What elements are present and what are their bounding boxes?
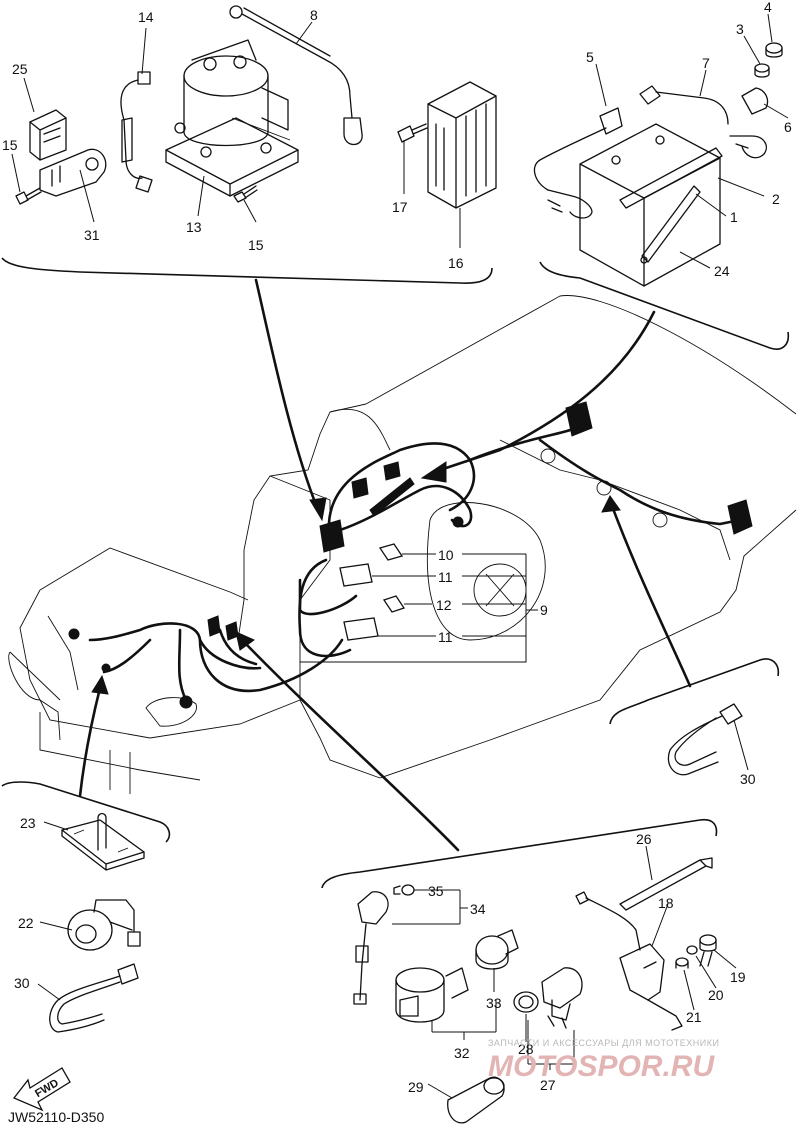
- callout-30-left: 30: [14, 975, 30, 991]
- vehicle-frame-outline: [8, 295, 797, 794]
- pointer-arrows: [78, 278, 692, 852]
- detail-frame-battery: [539, 261, 790, 350]
- callout-30-right: 30: [740, 771, 756, 787]
- main-switch-part: [395, 967, 469, 1023]
- callout-35: 35: [428, 883, 444, 899]
- horn-part: [67, 899, 141, 951]
- wire-harness: [68, 401, 753, 709]
- callout-8: 8: [310, 7, 318, 23]
- callout-10: 10: [438, 547, 454, 563]
- callout-15-left: 15: [2, 137, 18, 153]
- callout-4: 4: [764, 0, 772, 15]
- watermark-brand: MOTOSPOR.RU: [488, 1050, 715, 1083]
- callout-25: 25: [12, 61, 28, 77]
- seal-ring-part: [513, 991, 539, 1013]
- detail-frame-bottom-right: [321, 818, 718, 889]
- sensor-assembly-part: [575, 891, 683, 1031]
- callout-18: 18: [658, 895, 674, 911]
- callout-14: 14: [138, 9, 154, 25]
- callout-3: 3: [736, 21, 744, 37]
- cable-tie-part: [49, 963, 139, 1033]
- callout-27: 27: [540, 1077, 556, 1093]
- neutral-switch: [378, 543, 404, 561]
- callout-17: 17: [392, 199, 408, 215]
- callout-7: 7: [702, 55, 710, 71]
- terminal-cover-part: [741, 87, 769, 115]
- fuse-holder-part: [29, 109, 67, 161]
- callout-numbers: 14 8 25 15 31 13 15 17 16 4 3 5 7 6 2 1 …: [2, 0, 792, 1095]
- battery-part: [579, 123, 721, 287]
- reverse-switch: [382, 595, 406, 613]
- battery-band-part: [619, 147, 723, 264]
- callout-5: 5: [586, 49, 594, 65]
- callout-34: 34: [470, 901, 486, 917]
- callout-1: 1: [730, 209, 738, 225]
- rectifier-regulator-part: [427, 81, 497, 209]
- band-tie-part: [619, 857, 713, 911]
- callout-2: 2: [772, 191, 780, 207]
- callout-9: 9: [540, 602, 548, 618]
- battery-positive-lead-part: [639, 85, 767, 159]
- watermark: ЗАПЧАСТИ И АКСЕССУАРЫ ДЛЯ МОТОТЕХНИКИ MO…: [488, 1038, 719, 1083]
- relay-unit-lower: [343, 617, 379, 641]
- callout-33: 33: [486, 995, 502, 1011]
- switch-body-part: [541, 967, 583, 1029]
- callout-26: 26: [636, 831, 652, 847]
- collar-part: [754, 63, 770, 78]
- callout-19: 19: [730, 969, 746, 985]
- regulator-bolt-part: [397, 123, 428, 143]
- callout-29: 29: [408, 1079, 424, 1095]
- bolt-part: [233, 185, 258, 203]
- callout-20: 20: [708, 987, 724, 1003]
- starter-cable-part: [229, 5, 363, 146]
- bulb-socket-part: [353, 891, 389, 1005]
- boot-cover-part: [447, 1076, 505, 1124]
- washer-part: [686, 945, 698, 955]
- sensor-bolt-part: [699, 934, 717, 967]
- nut-part: [765, 42, 783, 58]
- detail-frame-bottom-left: [1, 781, 171, 843]
- callout-leaders-group-9: [300, 553, 538, 663]
- callout-11-lower: 11: [438, 629, 453, 645]
- relay-unit-upper: [339, 563, 373, 587]
- callout-12: 12: [436, 597, 452, 613]
- battery-negative-lead-part: [533, 107, 623, 219]
- indicator-bulb-part: [393, 884, 415, 896]
- stud-bracket-part: [61, 812, 145, 871]
- group-brackets: [392, 889, 575, 1070]
- leader-lines: [11, 13, 789, 1099]
- collar-part: [675, 957, 689, 969]
- callout-23: 23: [20, 815, 36, 831]
- callout-21: 21: [686, 1009, 702, 1025]
- callout-16: 16: [448, 255, 464, 271]
- callout-13: 13: [186, 219, 202, 235]
- detail-frame-clip: [609, 658, 780, 725]
- relay-lead-wire-part: [120, 71, 153, 193]
- detail-frame-top-left: [1, 257, 493, 284]
- callout-28: 28: [518, 1041, 534, 1057]
- watermark-tagline: ЗАПЧАСТИ И АКСЕССУАРЫ ДЛЯ МОТОТЕХНИКИ: [488, 1038, 719, 1048]
- main-switch-knob-part: [475, 929, 519, 970]
- callout-11-upper: 11: [438, 569, 453, 585]
- callout-31: 31: [84, 227, 100, 243]
- callout-32: 32: [454, 1045, 470, 1061]
- diagram-code: JW52110-D350: [8, 1109, 104, 1125]
- starter-relay-part: [165, 39, 299, 197]
- callout-24: 24: [714, 263, 730, 279]
- bolt-part: [15, 187, 42, 205]
- bracket-part: [39, 148, 107, 197]
- callout-6: 6: [784, 119, 792, 135]
- callout-15-right: 15: [248, 237, 264, 253]
- forward-direction-indicator: FWD: [12, 1067, 71, 1112]
- callout-22: 22: [18, 915, 34, 931]
- cable-tie-part: [667, 703, 743, 776]
